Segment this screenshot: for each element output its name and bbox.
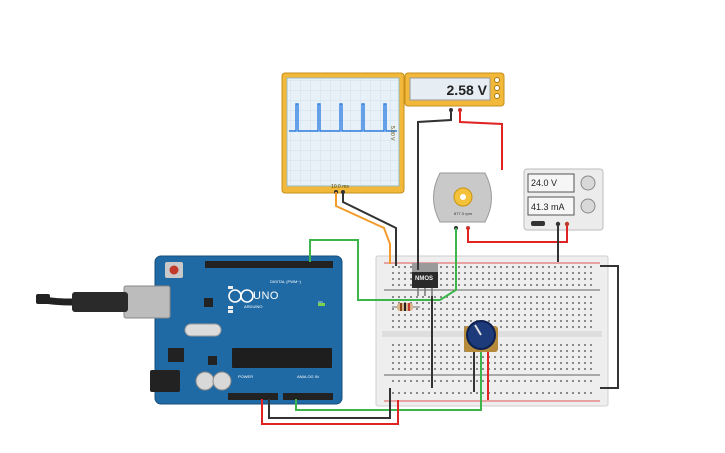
wire-red[interactable] xyxy=(467,226,568,243)
usb-cable-plug[interactable] xyxy=(72,292,128,312)
wire-black[interactable] xyxy=(342,192,397,266)
mosfet-tab xyxy=(412,263,438,273)
wire-green[interactable] xyxy=(309,239,388,301)
power-supply-voltage: 24.0 V xyxy=(531,178,558,188)
wire-green[interactable] xyxy=(295,352,482,411)
capacitor xyxy=(212,371,232,391)
current-knob-icon[interactable] xyxy=(580,198,596,214)
power-supply[interactable] xyxy=(523,168,604,231)
power-header[interactable] xyxy=(228,393,278,400)
top-rail-holes xyxy=(390,266,594,274)
mode-knob-icon[interactable] xyxy=(494,85,500,91)
bottom-rail-holes xyxy=(390,378,594,386)
wire-orange[interactable] xyxy=(335,192,391,264)
usb-port xyxy=(123,285,171,319)
arduino-uno-board[interactable] xyxy=(36,255,343,405)
oscilloscope[interactable] xyxy=(281,72,405,194)
rx-led xyxy=(228,310,233,313)
motor-rpm: 877.3 rpm xyxy=(454,211,473,216)
reset-button-cap[interactable] xyxy=(169,265,179,275)
analog-header[interactable] xyxy=(283,393,333,400)
voltage-knob-icon[interactable] xyxy=(580,175,596,191)
dc-motor[interactable] xyxy=(433,172,492,230)
scope-time-division: 10.0 ms xyxy=(331,184,349,190)
arduino-logo xyxy=(228,289,254,303)
wire-green[interactable] xyxy=(388,228,457,301)
bottom-rail-holes xyxy=(390,390,594,398)
nmos-transistor[interactable] xyxy=(412,263,438,296)
voltmeter-reading: 2.58 V xyxy=(446,82,487,98)
resistor[interactable] xyxy=(392,303,420,311)
multimeter[interactable] xyxy=(404,72,505,112)
usb-chip xyxy=(204,298,213,307)
wire-black[interactable] xyxy=(268,388,391,419)
wire-black[interactable] xyxy=(417,110,452,270)
crystal-oscillator xyxy=(184,323,222,337)
analog-header-label: ANALOG IN xyxy=(297,374,319,379)
scope-volt-division: 5.00 V xyxy=(389,126,395,141)
mosfet-label: NMOS xyxy=(415,276,433,282)
tx-led xyxy=(228,306,233,309)
top-rail-holes xyxy=(390,278,594,286)
atmega-chip xyxy=(232,348,332,368)
arduino-brand-label: ARDUINO xyxy=(244,304,263,309)
power-supply-current: 41.3 mA xyxy=(531,202,565,212)
potentiometer[interactable] xyxy=(464,320,498,352)
motor-shaft-center xyxy=(460,194,466,200)
voltage-regulator xyxy=(168,348,184,362)
mode-knob-icon[interactable] xyxy=(494,93,500,99)
on-led xyxy=(318,303,325,306)
l-led xyxy=(228,286,233,289)
arduino-model-label: UNO xyxy=(253,290,279,302)
mode-knob-icon[interactable] xyxy=(494,77,500,83)
terminal-strip-top xyxy=(390,296,594,328)
on-led-label: ON xyxy=(318,300,323,304)
ps-terminal-negative[interactable] xyxy=(555,221,561,227)
scope-grid xyxy=(287,78,399,186)
capacitor xyxy=(195,371,215,391)
wire-black[interactable] xyxy=(600,265,619,389)
power-header-label: POWER xyxy=(238,374,254,379)
scope-trace xyxy=(289,103,397,132)
usb-cable-end xyxy=(36,294,50,304)
wire-red[interactable] xyxy=(459,110,503,170)
ps-terminal-positive[interactable] xyxy=(564,221,570,227)
digital-header[interactable] xyxy=(205,261,333,268)
dc-power-jack xyxy=(150,370,180,392)
digital-header-label: DIGITAL (PWM~) xyxy=(270,279,301,284)
wires xyxy=(261,110,619,425)
small-chip xyxy=(208,356,217,365)
power-switch[interactable] xyxy=(531,221,545,226)
wire-red[interactable] xyxy=(261,399,399,425)
